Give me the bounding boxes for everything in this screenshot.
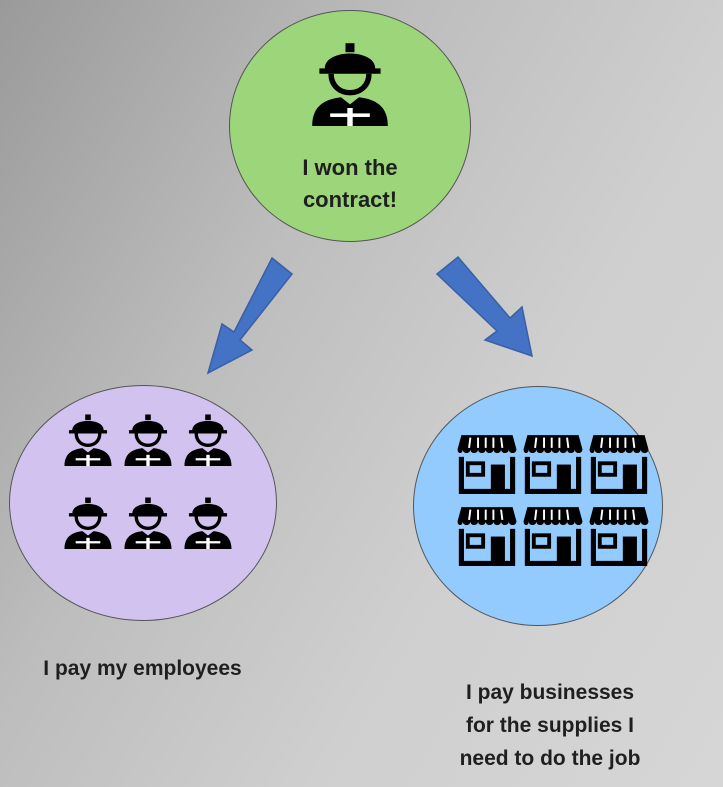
contractor-label: I won the contract!	[302, 155, 398, 212]
storefront-icon	[458, 435, 517, 491]
businesses-circle	[413, 386, 663, 626]
businesses-label: I pay businesses for the supplies I need…	[459, 681, 641, 770]
employees-icon-grid	[64, 414, 231, 549]
storefront-icon	[524, 507, 583, 563]
storefront-icon	[458, 507, 517, 563]
storefront-icon	[590, 435, 649, 491]
construction-worker-icon	[64, 414, 111, 466]
arrow-to-businesses	[435, 255, 533, 358]
businesses-icon-grid	[458, 435, 649, 563]
construction-worker-icon	[312, 43, 388, 126]
construction-worker-icon	[124, 414, 171, 466]
storefront-icon	[524, 435, 583, 491]
construction-worker-icon	[64, 497, 111, 549]
storefront-icon	[590, 507, 649, 563]
arrow-to-employees	[206, 256, 294, 375]
construction-worker-icon	[184, 414, 231, 466]
employees-label: I pay my employees	[43, 657, 242, 680]
construction-worker-icon	[124, 497, 171, 549]
construction-worker-icon	[184, 497, 231, 549]
